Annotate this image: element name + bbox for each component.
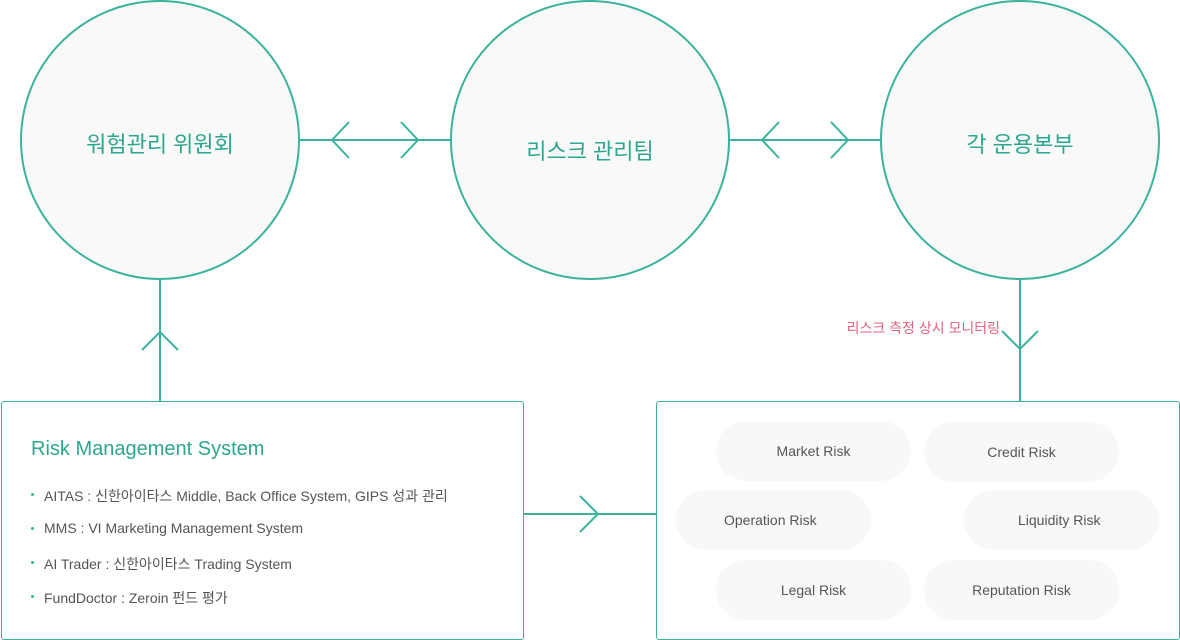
circle-label-risk-team: 리스크 관리팀 <box>526 139 654 164</box>
list-item-text: AITAS : 신한아이타스 Middle, Back Office Syste… <box>44 488 448 504</box>
risk-pill-market: Market Risk <box>716 421 911 481</box>
bullet-icon <box>31 595 34 598</box>
circle-label-operations: 각 운용본부 <box>966 132 1074 157</box>
rms-title: Risk Management System <box>31 438 265 460</box>
bullet-icon <box>31 493 34 496</box>
list-item: MMS : VI Marketing Management System <box>30 520 448 554</box>
list-item: AITAS : 신한아이타스 Middle, Back Office Syste… <box>30 486 448 520</box>
risk-pill-credit: Credit Risk <box>924 422 1119 482</box>
list-item: AI Trader : 신한아이타스 Trading System <box>30 554 448 588</box>
bullet-icon <box>31 561 34 564</box>
risk-pill-operation: Operation Risk <box>676 490 871 550</box>
list-item-text: FundDoctor : Zeroin 펀드 평가 <box>44 590 228 606</box>
list-item-text: AI Trader : 신한아이타스 Trading System <box>44 556 292 572</box>
risk-pill-reputation: Reputation Risk <box>924 560 1119 620</box>
arrow-down-to-risks <box>1001 279 1039 401</box>
double-arrow-1 <box>300 121 451 159</box>
list-item: FundDoctor : Zeroin 펀드 평가 <box>30 588 448 622</box>
risk-pill-liquidity: Liquidity Risk <box>964 490 1159 550</box>
arrow-up-to-committee <box>141 279 179 401</box>
double-arrow-2 <box>730 121 881 159</box>
risk-pill-legal: Legal Risk <box>716 560 911 620</box>
rms-list: AITAS : 신한아이타스 Middle, Back Office Syste… <box>30 486 448 622</box>
list-item-text: MMS : VI Marketing Management System <box>44 520 304 536</box>
rms-box: Risk Management System AITAS : 신한아이타스 Mi… <box>1 401 524 640</box>
monitoring-label: 리스크 측정 상시 모니터링 <box>846 320 1000 336</box>
bullet-icon <box>31 527 34 530</box>
circle-label-risk-committee: 워험관리 위원회 <box>86 132 234 157</box>
arrow-right-to-risks <box>523 495 657 533</box>
